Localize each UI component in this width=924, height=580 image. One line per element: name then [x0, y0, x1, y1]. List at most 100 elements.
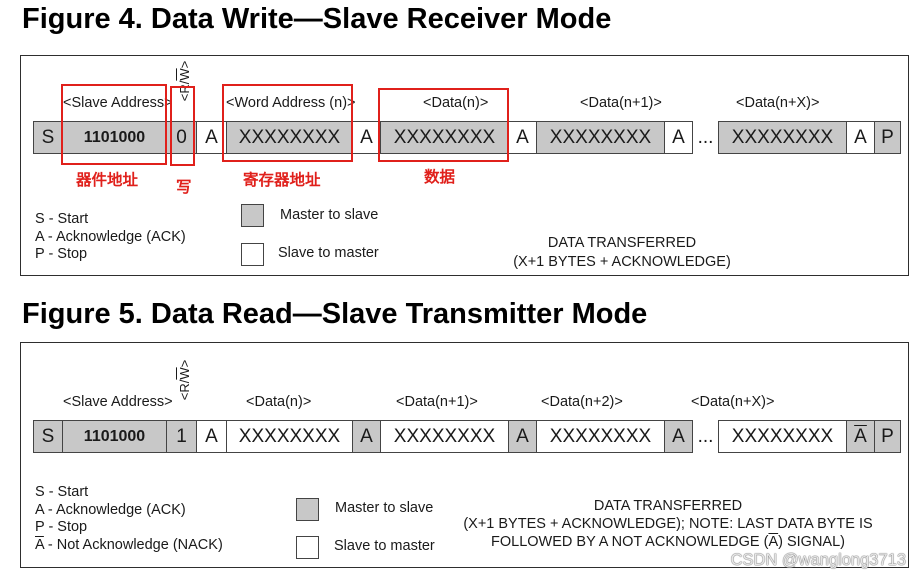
data-byte-cell: XXXXXXXX	[718, 121, 847, 154]
cell-text: ...	[697, 126, 714, 148]
field-label-word-address: <Word Address (n)>	[226, 95, 356, 111]
data-byte-cell: XXXXXXXX	[718, 420, 847, 453]
cell-text: 1101000	[83, 427, 146, 445]
stop-bit-cell: P	[874, 121, 901, 154]
legend-ack: A - Acknowledge (ACK)	[35, 502, 186, 518]
annotation-box-device-address	[61, 84, 167, 165]
cell-text: XXXXXXXX	[731, 425, 834, 447]
start-bit-cell: S	[33, 420, 63, 453]
cell-text: ...	[697, 425, 714, 447]
data-byte-cell: XXXXXXXX	[226, 420, 353, 453]
summary-line-3: FOLLOWED BY A NOT ACKNOWLEDGE (A) SIGNAL…	[448, 534, 888, 551]
legend-master-to-slave: Master to slave	[280, 207, 379, 223]
cell-text: P	[881, 425, 894, 447]
annotation-box-data	[378, 88, 509, 162]
rw-label-prefix: <R/	[177, 379, 192, 401]
cell-text: A	[205, 126, 218, 148]
field-label-data-nx: <Data(n+X)>	[736, 95, 820, 111]
cell-text: A	[516, 126, 529, 148]
data-byte-cell: XXXXXXXX	[380, 420, 509, 453]
cell-text: XXXXXXXX	[549, 126, 652, 148]
cell-text: A	[854, 425, 867, 447]
rw-label-write-bar: W	[177, 367, 192, 380]
rw-label-suffix: >	[177, 60, 192, 69]
summary-line-2: (X+1 BYTES + ACKNOWLEDGE); NOTE: LAST DA…	[463, 516, 873, 532]
field-label-data-n1: <Data(n+1)>	[580, 95, 662, 111]
watermark: CSDN @wanglong3713	[730, 551, 906, 569]
cell-text: XXXXXXXX	[393, 425, 496, 447]
legend-slave-to-master: Slave to master	[278, 245, 379, 261]
legend-slave-to-master: Slave to master	[334, 538, 435, 554]
slave-address-cell: 1101000	[62, 121, 167, 154]
nack-description: - Not Acknowledge (NACK)	[43, 537, 223, 553]
summary-line-1: DATA TRANSFERRED	[547, 235, 697, 251]
ack-cell: A	[664, 420, 693, 453]
rw-bit-label: <R/W>	[177, 360, 192, 401]
cell-text: XXXXXXXX	[238, 126, 341, 148]
annotation-device-address: 器件地址	[76, 172, 139, 189]
cell-text: XXXXXXXX	[549, 425, 652, 447]
data-byte-cell: XXXXXXXX	[380, 121, 509, 154]
cell-text: A	[854, 126, 867, 148]
figure-5-box	[20, 342, 909, 568]
ack-cell: A	[196, 121, 227, 154]
slave-address-cell: 1101000	[62, 420, 167, 453]
legend-nack: A - Not Acknowledge (NACK)	[35, 537, 223, 554]
cell-text: A	[672, 425, 685, 447]
cell-text: 1	[176, 425, 187, 447]
legend-start: S - Start	[35, 211, 89, 227]
field-label-data-nx: <Data(n+X)>	[691, 394, 775, 410]
cell-text: XXXXXXXX	[238, 425, 341, 447]
start-bit-cell: S	[33, 121, 63, 154]
data-byte-cell: XXXXXXXX	[536, 121, 665, 154]
slave-to-master-swatch	[296, 536, 319, 559]
ellipsis: ...	[692, 121, 719, 154]
ack-cell: A	[352, 121, 381, 154]
rw-bit-cell: 1	[166, 420, 197, 453]
field-label-data-n1: <Data(n+1)>	[396, 394, 478, 410]
cell-text: A	[672, 126, 685, 148]
slave-to-master-swatch	[241, 243, 264, 266]
legend-master-to-slave: Master to slave	[335, 500, 434, 516]
cell-text: S	[41, 425, 55, 447]
ack-cell: A	[846, 121, 875, 154]
legend-stop: P - Stop	[35, 519, 88, 535]
stop-bit-cell: P	[874, 420, 901, 453]
nack-cell: A	[846, 420, 875, 453]
cell-text: A	[205, 425, 218, 447]
ack-cell: A	[508, 121, 537, 154]
figure-4-box	[20, 55, 909, 276]
cell-text: S	[41, 126, 55, 148]
nack-symbol: A	[35, 537, 44, 553]
ack-cell: A	[508, 420, 537, 453]
data-byte-cell: XXXXXXXX	[536, 420, 665, 453]
field-label-data-n: <Data(n)>	[246, 394, 312, 410]
summary-line-3-nack: A	[768, 534, 779, 550]
ack-cell: A	[664, 121, 693, 154]
annotation-register-address: 寄存器地址	[243, 172, 321, 189]
field-label-data-n2: <Data(n+2)>	[541, 394, 623, 410]
field-label-data-n: <Data(n)>	[423, 95, 489, 111]
legend-start: S - Start	[35, 484, 89, 500]
annotation-box-register-address	[222, 84, 353, 162]
ellipsis: ...	[692, 420, 719, 453]
summary-line-3-post: ) SIGNAL)	[778, 534, 845, 550]
summary-line-3-pre: FOLLOWED BY A NOT ACKNOWLEDGE (	[491, 534, 769, 550]
cell-text: P	[881, 126, 894, 148]
summary-line-2: (X+1 BYTES + ACKNOWLEDGE)	[513, 254, 731, 270]
ack-cell: A	[196, 420, 227, 453]
figure-5-bit-sequence: S 1101000 1 A XXXXXXXX A XXXXXXXX A XXXX…	[0, 420, 924, 453]
rw-label-write-bar: W	[177, 68, 192, 81]
cell-text: XXXXXXXX	[731, 126, 834, 148]
summary-line-1: DATA TRANSFERRED	[593, 498, 743, 514]
ack-cell: A	[352, 420, 381, 453]
cell-text: 1101000	[83, 128, 146, 146]
annotation-data: 数据	[424, 169, 456, 186]
cell-text: XXXXXXXX	[393, 126, 496, 148]
cell-text: A	[360, 126, 373, 148]
legend-ack: A - Acknowledge (ACK)	[35, 229, 186, 245]
cell-text: A	[360, 425, 373, 447]
annotation-write: 写	[176, 179, 192, 196]
word-address-byte-cell: XXXXXXXX	[226, 121, 353, 154]
